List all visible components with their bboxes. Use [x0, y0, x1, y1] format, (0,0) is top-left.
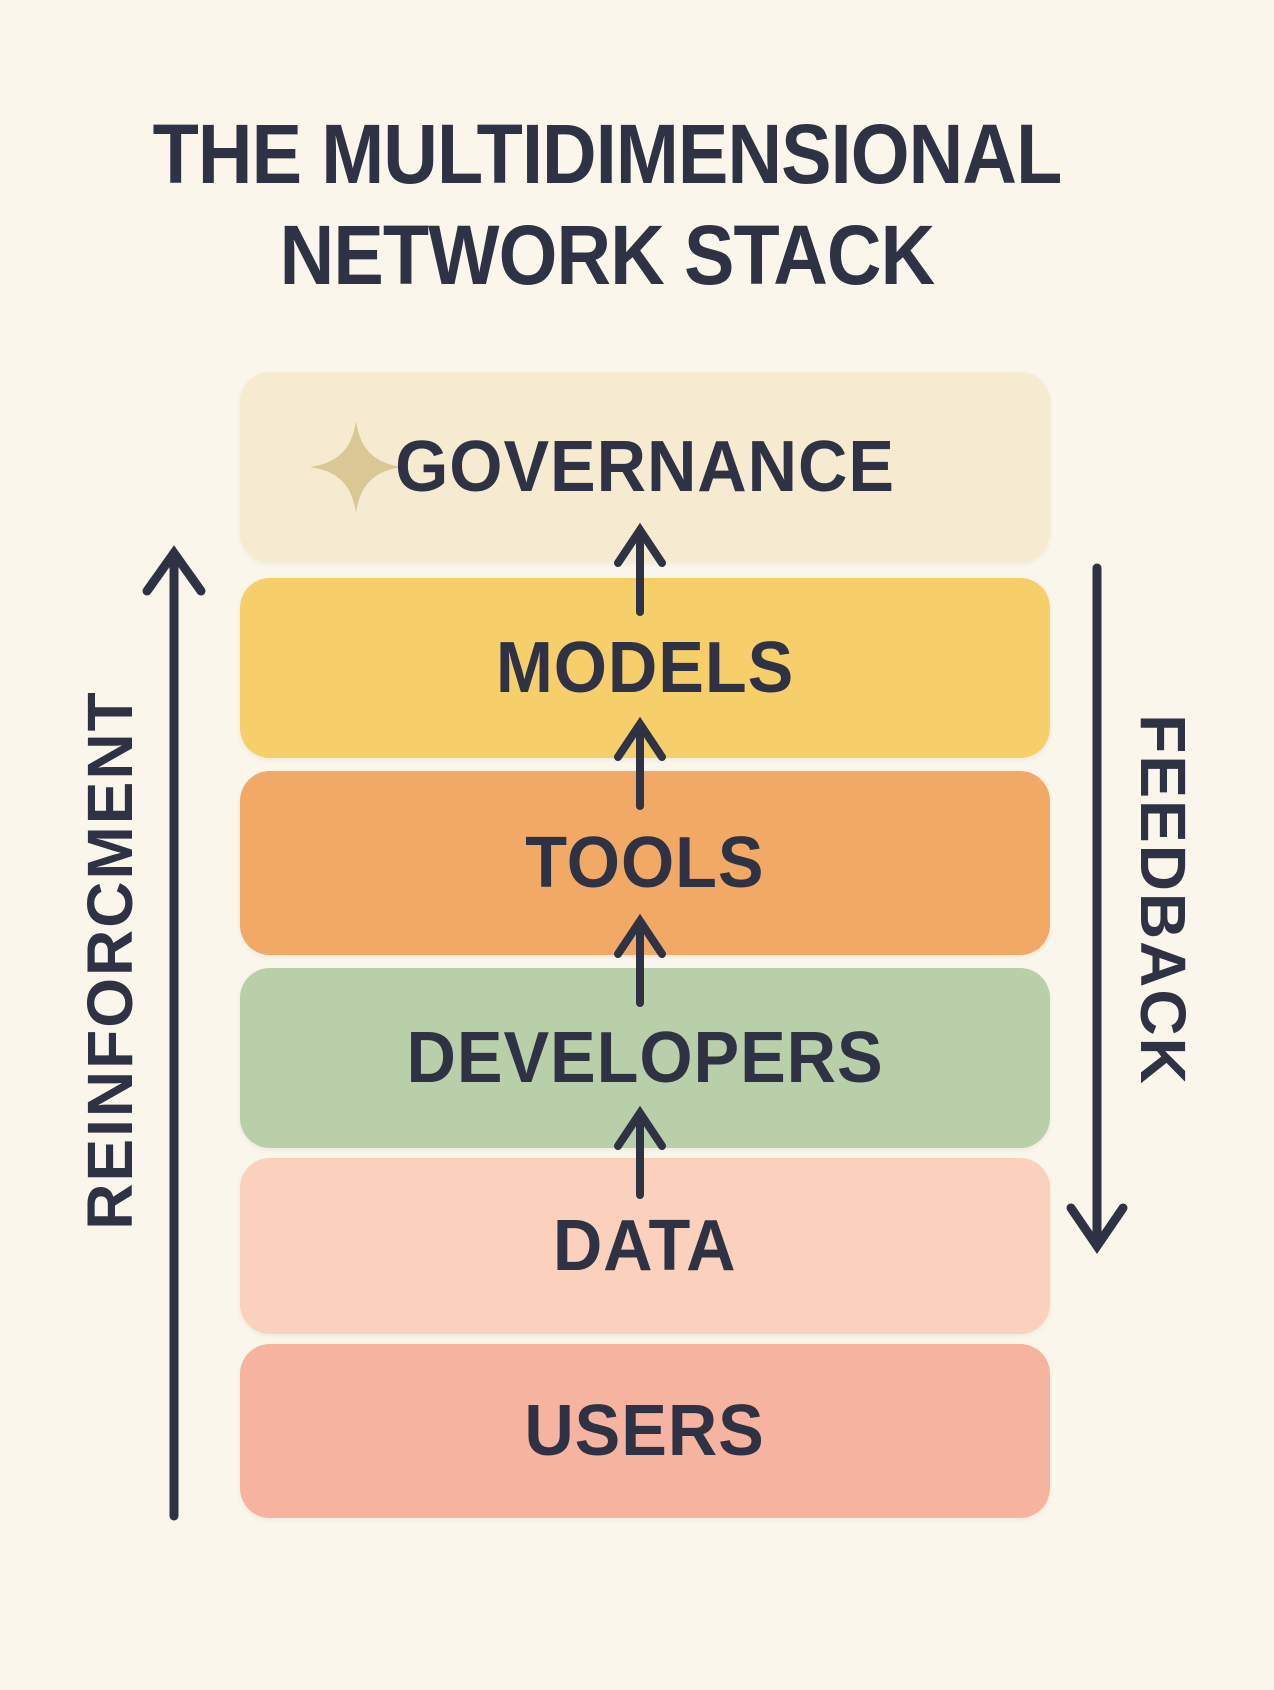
- feedback-arrow-down-icon: [1066, 563, 1128, 1254]
- feedback-label: FEEDBACK: [1127, 714, 1199, 1086]
- page-title: THE MULTIDIMENSIONAL NETWORK STACK: [61, 104, 1154, 306]
- reinforcement-label: REINFORCMENT: [74, 690, 146, 1230]
- page-title-line1: THE MULTIDIMENSIONAL: [152, 107, 1063, 201]
- sparkle-icon: [310, 421, 402, 513]
- page-title-line2: NETWORK STACK: [279, 207, 936, 302]
- arrow-tools-to-models-icon: [614, 716, 666, 810]
- arrow-developers-to-tools-icon: [614, 913, 666, 1007]
- arrow-data-to-developers-icon: [614, 1105, 666, 1199]
- layer-governance-label: GOVERNANCE: [395, 427, 895, 507]
- layer-developers-label: DEVELOPERS: [406, 1018, 884, 1098]
- layer-tools: TOOLS: [240, 771, 1050, 955]
- layer-tools-label: TOOLS: [525, 823, 765, 903]
- layer-users: USERS: [240, 1344, 1050, 1518]
- layer-users-label: USERS: [524, 1391, 766, 1471]
- layer-data: DATA: [240, 1158, 1050, 1334]
- layer-models: MODELS: [240, 578, 1050, 758]
- arrow-models-to-governance-icon: [614, 522, 666, 616]
- layer-models-label: MODELS: [495, 628, 795, 708]
- layer-data-label: DATA: [553, 1206, 737, 1286]
- reinforcement-arrow-up-icon: [142, 545, 206, 1521]
